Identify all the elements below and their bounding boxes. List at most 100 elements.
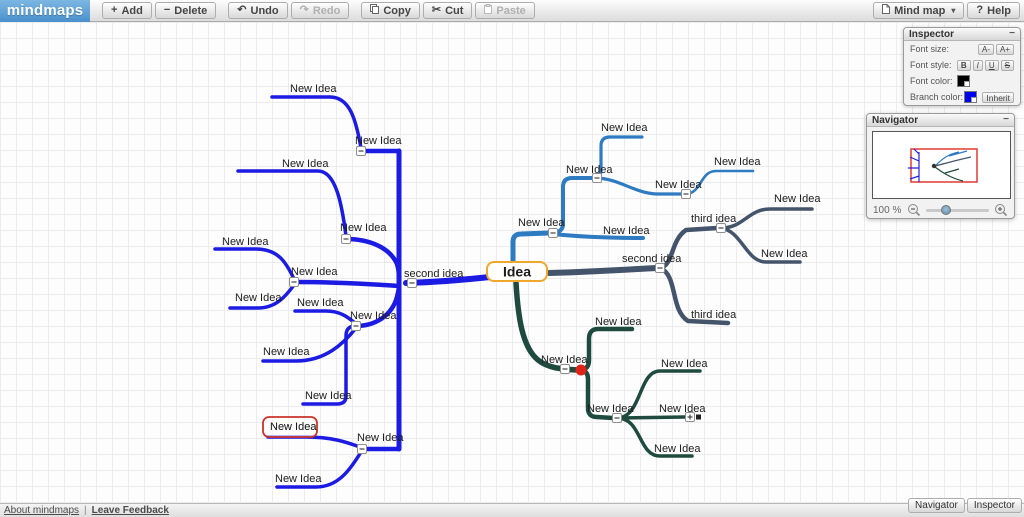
branch-path[interactable] bbox=[266, 435, 362, 449]
node-label[interactable]: New Idea bbox=[235, 292, 282, 304]
minimize-icon[interactable]: − bbox=[1009, 28, 1015, 39]
branch-path[interactable] bbox=[343, 236, 402, 283]
bold-button[interactable]: B bbox=[956, 59, 971, 71]
collapse-button[interactable] bbox=[612, 413, 622, 423]
font-color-swatch[interactable] bbox=[957, 75, 970, 87]
branch-path[interactable] bbox=[551, 232, 645, 240]
collapse-button[interactable] bbox=[351, 321, 361, 331]
collapse-button[interactable] bbox=[548, 228, 558, 238]
node-label[interactable]: New Idea bbox=[761, 248, 808, 260]
root-node-label[interactable]: Idea bbox=[503, 264, 531, 280]
node-label[interactable]: New Idea bbox=[714, 156, 761, 168]
collapse-button[interactable] bbox=[341, 234, 351, 244]
branch-path[interactable] bbox=[228, 283, 296, 310]
branch-path[interactable] bbox=[270, 95, 363, 150]
branch-path[interactable] bbox=[657, 265, 731, 326]
about-link[interactable]: About mindmaps bbox=[4, 505, 80, 516]
inspector-toggle-button[interactable]: Inspector bbox=[966, 498, 1022, 513]
zoom-slider[interactable] bbox=[926, 204, 989, 215]
branch-path[interactable] bbox=[719, 207, 814, 230]
paste-button[interactable]: Paste bbox=[475, 2, 535, 19]
font-size-increase-button[interactable]: A+ bbox=[995, 43, 1014, 55]
branch-path[interactable] bbox=[578, 326, 635, 373]
collapse-button[interactable] bbox=[289, 277, 299, 287]
root-node-box[interactable] bbox=[486, 261, 548, 282]
collapse-button[interactable] bbox=[681, 189, 691, 199]
node-label[interactable]: New Idea bbox=[275, 473, 322, 485]
node-label[interactable]: New Idea bbox=[263, 346, 310, 358]
add-button[interactable]: + Add bbox=[102, 2, 152, 19]
branch-path[interactable] bbox=[261, 326, 358, 363]
branch-path[interactable] bbox=[615, 415, 687, 420]
branch-path[interactable] bbox=[291, 279, 402, 289]
collapse-button[interactable] bbox=[716, 223, 726, 233]
viewport-rectangle[interactable] bbox=[910, 148, 978, 183]
node-create-handle[interactable] bbox=[575, 364, 587, 376]
branch-path[interactable] bbox=[595, 176, 684, 196]
branch-path[interactable] bbox=[551, 176, 595, 235]
branch-path[interactable] bbox=[236, 169, 348, 238]
navigator-title-bar[interactable]: Navigator − bbox=[867, 114, 1014, 127]
zoom-out-button[interactable] bbox=[907, 203, 921, 217]
cut-button[interactable]: ✂ Cut bbox=[422, 2, 473, 19]
inspector-title-bar[interactable]: Inspector − bbox=[904, 28, 1020, 41]
node-label[interactable]: New Idea bbox=[222, 236, 269, 248]
copy-button[interactable]: Copy bbox=[361, 2, 420, 19]
italic-button[interactable]: I bbox=[972, 59, 983, 71]
selected-node-highlight[interactable] bbox=[262, 416, 318, 438]
node-label[interactable]: New Idea bbox=[297, 297, 344, 309]
branch-path[interactable] bbox=[301, 324, 356, 406]
expand-button[interactable] bbox=[685, 412, 695, 422]
branch-path[interactable] bbox=[293, 309, 358, 326]
strikethrough-button[interactable]: S bbox=[1000, 59, 1014, 71]
undo-button[interactable]: ↶ Undo bbox=[228, 2, 288, 19]
node-label[interactable]: New Idea bbox=[587, 403, 634, 415]
node-label[interactable]: New Idea bbox=[601, 122, 648, 134]
node-label[interactable]: New Idea bbox=[661, 358, 708, 370]
delete-button[interactable]: − Delete bbox=[154, 2, 217, 19]
collapse-button[interactable] bbox=[356, 146, 366, 156]
navigator-thumbnail[interactable] bbox=[872, 131, 1011, 199]
node-label[interactable]: New Idea bbox=[654, 443, 701, 455]
help-button[interactable]: ? Help bbox=[967, 2, 1020, 19]
zoom-in-button[interactable] bbox=[994, 203, 1008, 217]
node-label[interactable]: New Idea bbox=[603, 225, 650, 237]
branch-path[interactable] bbox=[719, 226, 802, 264]
node-label[interactable]: second idea bbox=[404, 268, 464, 280]
branch-path[interactable] bbox=[615, 369, 702, 420]
branch-path[interactable] bbox=[275, 450, 363, 489]
node-label[interactable]: New Idea bbox=[305, 390, 352, 402]
collapse-button[interactable] bbox=[407, 278, 417, 288]
mindmap-canvas[interactable]: second idea New Idea New Idea New Idea N… bbox=[0, 22, 1024, 503]
collapse-button[interactable] bbox=[655, 263, 665, 273]
branch-path[interactable] bbox=[213, 247, 296, 281]
node-label[interactable]: third idea bbox=[691, 213, 737, 225]
branch-path[interactable] bbox=[353, 284, 402, 329]
node-label[interactable]: New Idea bbox=[566, 164, 613, 176]
node-label[interactable]: New Idea bbox=[774, 193, 821, 205]
node-label[interactable]: New Idea bbox=[518, 217, 565, 229]
node-label[interactable]: second idea bbox=[622, 253, 682, 265]
node-label-selected-text[interactable]: New Idea bbox=[270, 421, 317, 433]
underline-button[interactable]: U bbox=[984, 59, 999, 71]
node-label[interactable]: New Idea bbox=[541, 354, 588, 366]
branch-path[interactable] bbox=[615, 416, 694, 458]
redo-button[interactable]: ↷ Redo bbox=[290, 2, 350, 19]
inherit-button[interactable]: Inherit bbox=[982, 91, 1014, 103]
collapse-button[interactable] bbox=[357, 444, 367, 454]
node-label[interactable]: New Idea bbox=[282, 158, 329, 170]
node-label[interactable]: New Idea bbox=[357, 432, 404, 444]
collapse-button[interactable] bbox=[592, 173, 602, 183]
branch-path[interactable] bbox=[510, 230, 552, 266]
node-label[interactable]: New Idea bbox=[355, 135, 402, 147]
node-label[interactable]: New Idea bbox=[291, 266, 338, 278]
mindmap-menu-button[interactable]: Mind map ▾ bbox=[873, 2, 965, 19]
node-label[interactable]: New Idea bbox=[659, 403, 706, 415]
zoom-slider-handle[interactable] bbox=[941, 204, 952, 215]
font-size-decrease-button[interactable]: A- bbox=[977, 43, 994, 55]
navigator-toggle-button[interactable]: Navigator bbox=[908, 498, 965, 513]
node-label[interactable]: New Idea bbox=[595, 316, 642, 328]
node-label[interactable]: third idea bbox=[691, 309, 737, 321]
branch-path[interactable] bbox=[546, 265, 659, 276]
node-label[interactable]: New Idea bbox=[655, 179, 702, 191]
